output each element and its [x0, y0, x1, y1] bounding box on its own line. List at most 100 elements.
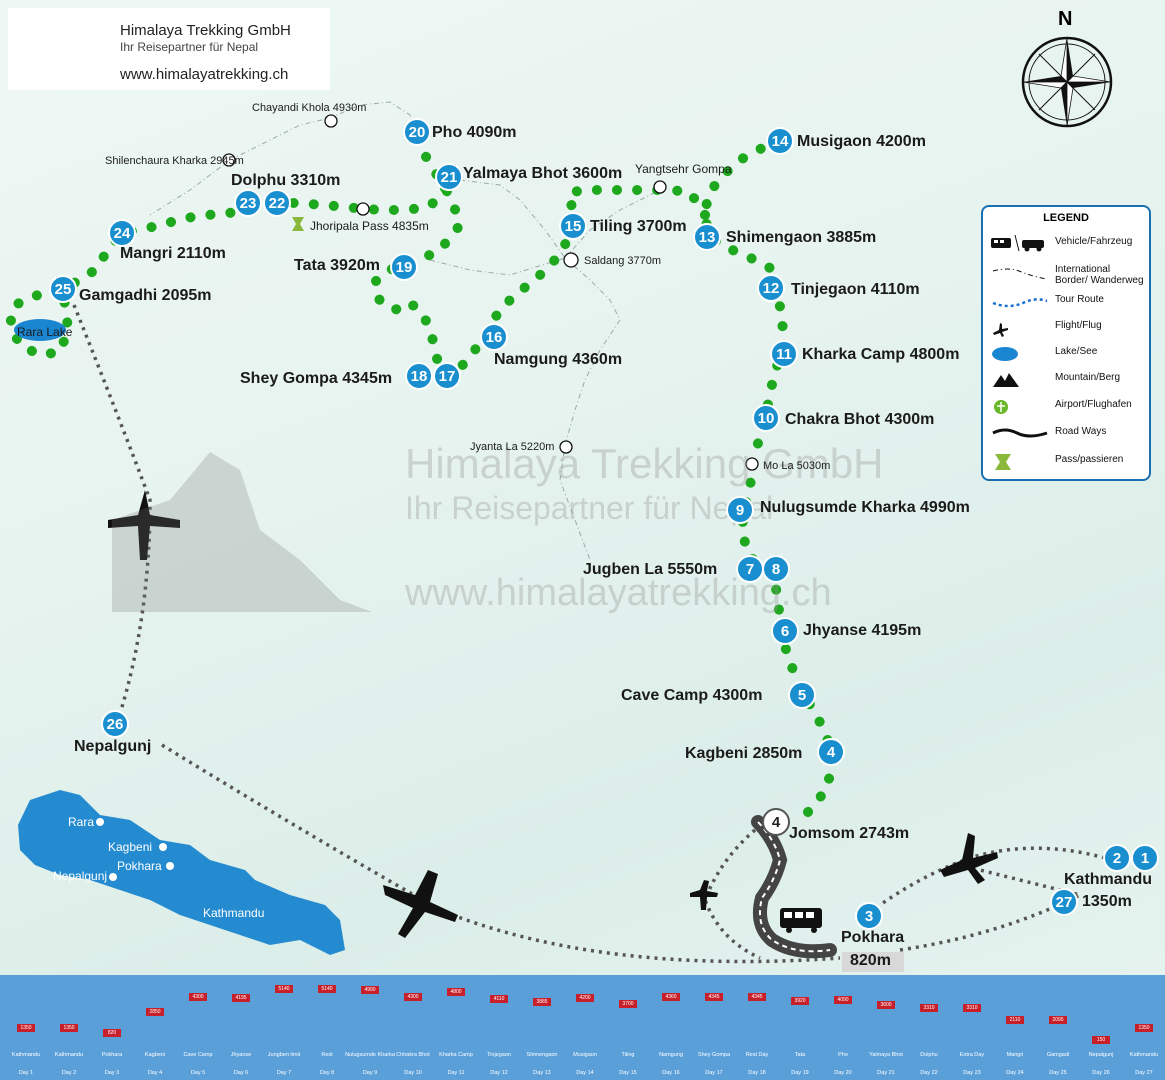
logo-tagline: Ihr Reisepartner für Nepal — [120, 40, 259, 54]
elevation-value: 3885 — [533, 997, 551, 1006]
day-number: Day 23 — [963, 1070, 981, 1076]
flight-paths — [72, 304, 1106, 964]
stop-label: Pho 4090m — [432, 124, 517, 141]
stop-label: Kathmandu — [1064, 871, 1152, 888]
watermark-line2: Ihr Reisepartner für Nepal — [405, 490, 774, 526]
elevation-value: 4110 — [490, 995, 508, 1004]
mountain-icon — [993, 373, 1019, 387]
stop-badge[interactable]: 11 — [770, 340, 798, 368]
stop-badge[interactable]: 20 — [403, 118, 431, 146]
stop-label: Namgung 4360m — [494, 351, 623, 368]
kathmandu-alt: 1350m — [1082, 893, 1132, 910]
watermark-mountain — [112, 452, 372, 612]
bus-icon — [780, 908, 822, 933]
inset-label: Nepalgunj — [53, 869, 108, 883]
elevation-value: 2850 — [146, 1008, 164, 1017]
legend-row: Vehicle/Fahrzeug — [989, 231, 1145, 257]
stop-badge[interactable]: 21 — [435, 163, 463, 191]
pass-icon — [292, 217, 304, 231]
elevation-value: 4345 — [748, 992, 766, 1001]
stop-label: Gamgadhi 2095m — [79, 287, 212, 304]
landmark-label: Jyanta La 5220m — [470, 441, 555, 453]
nepal-inset — [18, 790, 345, 955]
stop-badge[interactable]: 25 — [49, 275, 77, 303]
day-place: Cave Camp — [183, 1052, 213, 1058]
stop-badge[interactable]: 13 — [693, 223, 721, 251]
legend-label: Vehicle/Fahrzeug — [1055, 236, 1133, 247]
stop-badge[interactable]: 12 — [757, 274, 785, 302]
stop-badge[interactable]: 5 — [788, 681, 816, 709]
inset-city-dots — [96, 818, 174, 881]
day-place: Tinjegaon — [487, 1052, 511, 1058]
day-place: Pho — [838, 1052, 848, 1058]
stop-badge[interactable]: 27 — [1050, 888, 1078, 916]
lake-icon — [992, 347, 1018, 361]
day-number: Day 1 — [18, 1070, 34, 1076]
stop-badge[interactable]: 8 — [762, 555, 790, 583]
stop-badge[interactable]: 7 — [736, 555, 764, 583]
landmark-label: Shilenchaura Kharka 2945m — [105, 155, 244, 167]
stop-label: Musigaon 4200m — [797, 133, 926, 150]
stop-label: Kharka Camp 4800m — [802, 346, 960, 363]
vehicle-icon — [991, 234, 1044, 252]
elevation-value: 5140 — [275, 984, 293, 993]
stop-badge[interactable]: 26 — [101, 710, 129, 738]
stop-badge[interactable]: 3 — [855, 902, 883, 930]
landmark-label: Jhoripala Pass 4835m — [310, 219, 429, 233]
day-place: Dolphu — [920, 1052, 938, 1058]
stop-badge[interactable]: 17 — [433, 362, 461, 390]
stop-badge[interactable]: 1 — [1131, 844, 1159, 872]
day-place: Rest Day — [745, 1052, 769, 1058]
elevation-value: 4300 — [404, 993, 422, 1002]
legend-row: Road Ways — [989, 421, 1145, 447]
jomsom-badge[interactable]: 4 — [762, 808, 790, 836]
legend-row: International Border/ Wanderweg — [989, 259, 1145, 286]
day-place: Musigaon — [573, 1052, 597, 1058]
flight-icon — [993, 323, 1008, 337]
day-number: Day 9 — [362, 1070, 378, 1076]
day-place: Kharka Camp — [439, 1052, 473, 1058]
stop-badge[interactable]: 6 — [771, 617, 799, 645]
day-place: Jungben limit — [267, 1052, 301, 1058]
stop-label: Shimengaon 3885m — [726, 229, 877, 246]
compass-icon — [1021, 36, 1113, 128]
stop-badge[interactable]: 24 — [108, 219, 136, 247]
stop-badge[interactable]: 18 — [405, 362, 433, 390]
elevation-value: 3600 — [877, 1000, 895, 1009]
stop-badge[interactable]: 2 — [1103, 844, 1131, 872]
day-place: Shey Gompa — [697, 1052, 731, 1058]
stop-badge[interactable]: 15 — [559, 212, 587, 240]
stop-badge[interactable]: 4 — [817, 738, 845, 766]
stop-badge[interactable]: 22 — [263, 189, 291, 217]
elevation-value: 4300 — [189, 993, 207, 1002]
legend-row: Mountain/Berg — [989, 367, 1145, 393]
watermark-line3: www.himalayatrekking.ch — [405, 572, 832, 614]
stop-label: Jugben La 5550m — [583, 561, 718, 578]
elevation-value: 150 — [1092, 1036, 1110, 1045]
stop-badge[interactable]: 16 — [480, 323, 508, 351]
day-number: Day 17 — [705, 1070, 723, 1076]
legend-row: Tour Route — [989, 289, 1145, 315]
day-number: Day 2 — [61, 1070, 77, 1076]
day-number: Day 18 — [748, 1070, 766, 1076]
elevation-value: 4090 — [834, 995, 852, 1004]
stop-badge[interactable]: 14 — [766, 127, 794, 155]
stop-badge[interactable]: 9 — [726, 496, 754, 524]
legend-label: Flight/Flug — [1055, 320, 1102, 331]
stop-badge[interactable]: 23 — [234, 189, 262, 217]
elevation-value: 5140 — [318, 984, 336, 993]
logo[interactable]: Himalaya Trekking GmbH Ihr Reisepartner … — [8, 8, 330, 90]
stop-badge[interactable]: 10 — [752, 404, 780, 432]
watermark-line1: Himalaya Trekking GmbH — [405, 440, 884, 487]
compass-north: N — [1058, 8, 1073, 30]
legend-title: LEGEND — [1043, 212, 1089, 224]
elevation-value: 2095 — [1049, 1016, 1067, 1025]
day-number: Day 5 — [190, 1070, 206, 1076]
pokhara-alt-box — [842, 952, 904, 972]
day-place: Kathmandu — [1129, 1052, 1159, 1058]
day-number: Day 3 — [104, 1070, 120, 1076]
legend-label: Pass/passieren — [1055, 454, 1124, 465]
day-number: Day 25 — [1049, 1070, 1067, 1076]
logo-url[interactable]: www.himalayatrekking.ch — [120, 66, 289, 83]
stop-badge[interactable]: 19 — [390, 253, 418, 281]
